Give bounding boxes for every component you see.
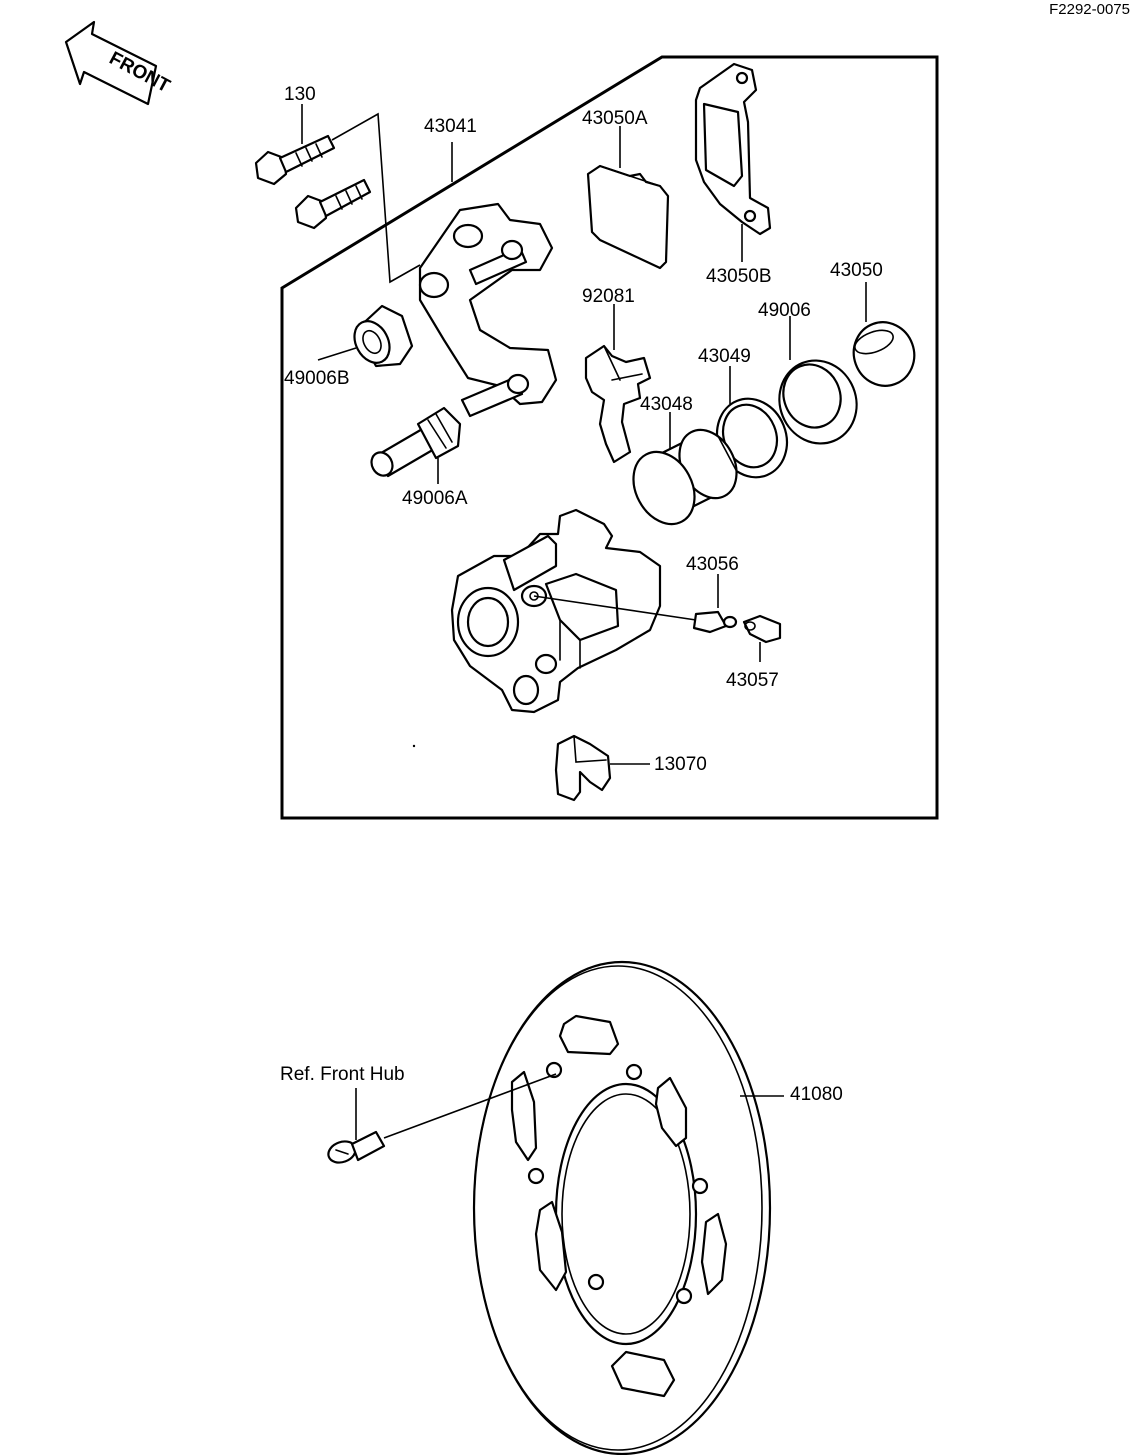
label-43057: 43057 [726,670,779,691]
seal-49006 [778,359,858,445]
caliper-body [450,508,662,714]
label-43048: 43048 [640,394,693,415]
label-ref-front-hub: Ref. Front Hub [280,1064,405,1085]
label-43050: 43050 [830,260,883,281]
label-43041: 43041 [424,116,477,137]
caliper-bracket-43041 [418,202,558,418]
boot-49006B [353,304,414,368]
label-43050A: 43050A [582,108,648,129]
label-49006: 49006 [758,300,811,321]
label-41080: 41080 [790,1084,843,1105]
clip-13070 [554,734,612,802]
pin-49006A [370,406,462,478]
label-43056: 43056 [686,554,739,575]
label-49006B: 49006B [284,368,350,389]
label-13070: 13070 [654,754,707,775]
caliper-assembly-frame [280,55,939,820]
stray-mark [412,744,416,748]
dust-boot-43050 [852,321,916,387]
leader-49006B [317,347,357,361]
label-92081: 92081 [582,286,635,307]
label-130: 130 [284,84,316,105]
disc-mounting-screw [327,1073,557,1164]
bolt-130-lower [294,178,372,230]
bolt-130-upper [254,134,336,186]
front-arrow-icon: FRONT [64,20,174,106]
pad-spring-92081 [584,344,652,464]
label-43050B: 43050B [706,266,772,287]
bleeder-valve-43056 [533,595,738,634]
brake-pad-43050B [694,62,772,236]
brake-disc-41080 [472,960,772,1455]
label-43049: 43049 [698,346,751,367]
piston-43048 [632,428,738,526]
brake-pad-43050A [586,164,670,270]
bleeder-cap-43057 [742,614,782,644]
label-49006A: 49006A [402,488,468,509]
bracket-subframe [331,112,421,284]
figure-id: F2292-0075 [1049,1,1130,18]
